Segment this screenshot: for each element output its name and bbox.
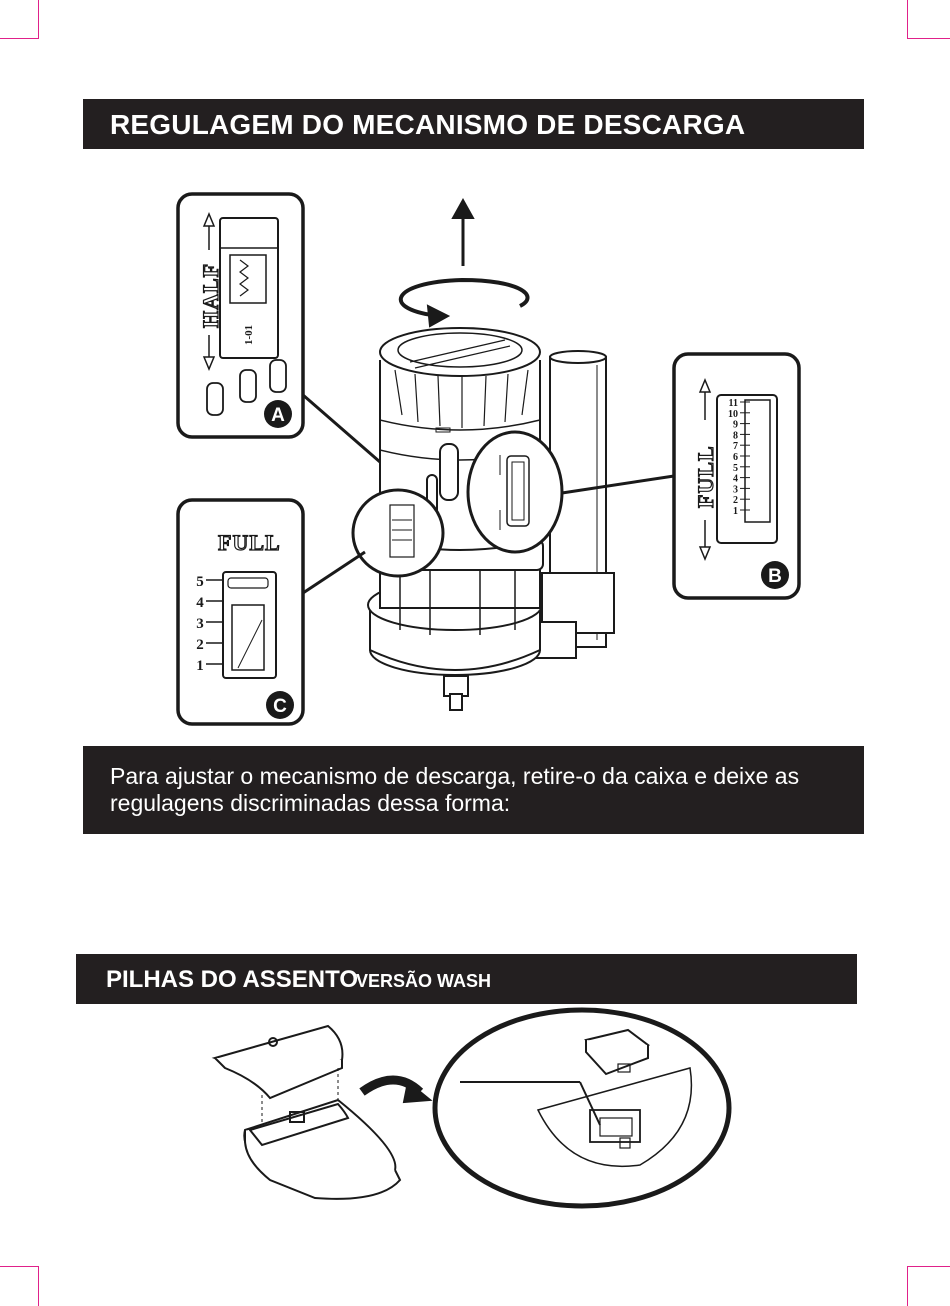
battery-zoom-circle (435, 1010, 729, 1206)
curved-arrow-icon (362, 1080, 430, 1102)
seat-lid (244, 1100, 400, 1199)
battery-cover (215, 1026, 342, 1098)
